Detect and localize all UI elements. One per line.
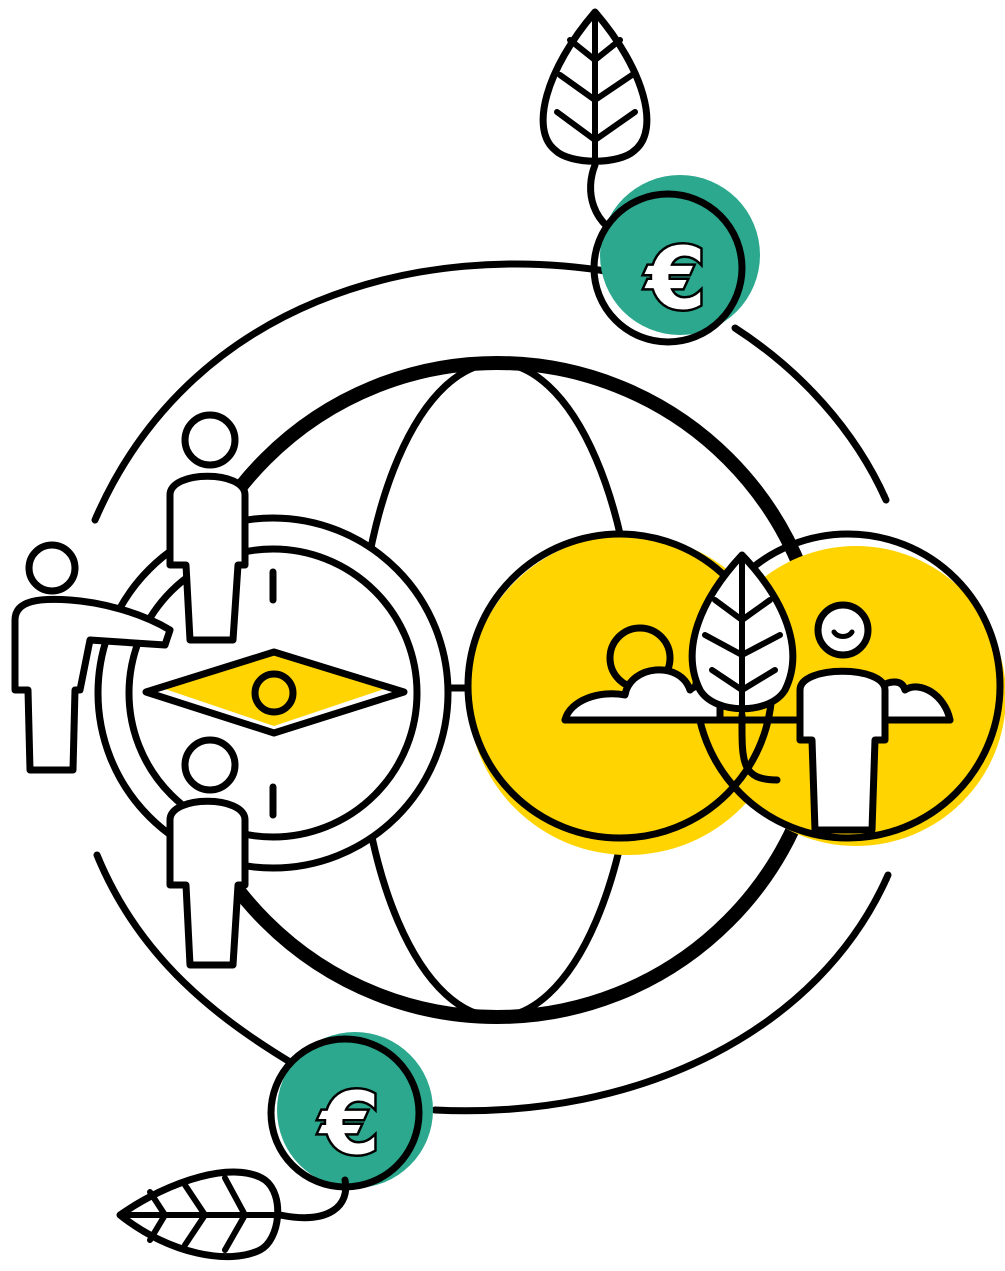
cycle-arrow-bottom-right-icon	[435, 875, 888, 1111]
euro-symbol: €	[644, 229, 706, 329]
euro-coin-icon-top: €	[594, 175, 760, 342]
cycle-arrow-top-right-icon	[735, 328, 886, 500]
leaf-icon-bottom	[120, 1172, 346, 1257]
eye-lens	[98, 518, 448, 868]
euro-coin-icon-bottom: €	[271, 1032, 433, 1188]
euro-symbol: €	[318, 1074, 380, 1174]
